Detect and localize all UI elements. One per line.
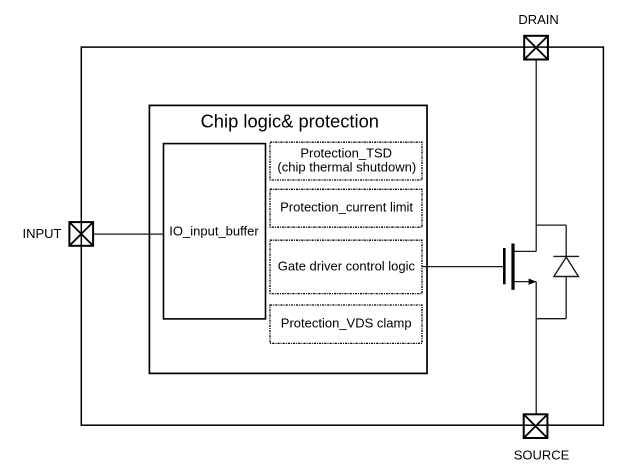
svg-text:Protection_current limit: Protection_current limit xyxy=(280,200,413,215)
svg-text:Protection_TSD: Protection_TSD xyxy=(300,145,392,160)
svg-text:SOURCE: SOURCE xyxy=(514,448,570,463)
svg-text:Chip logic& protection: Chip logic& protection xyxy=(201,111,379,132)
svg-text:IO_input_buffer: IO_input_buffer xyxy=(169,224,259,239)
svg-text:Gate driver control logic: Gate driver control logic xyxy=(278,258,416,273)
svg-text:Protection_VDS clamp: Protection_VDS clamp xyxy=(281,315,412,330)
svg-text:DRAIN: DRAIN xyxy=(518,12,558,27)
svg-text:INPUT: INPUT xyxy=(23,226,62,241)
svg-text:(chip thermal shutdown): (chip thermal shutdown) xyxy=(277,160,416,175)
